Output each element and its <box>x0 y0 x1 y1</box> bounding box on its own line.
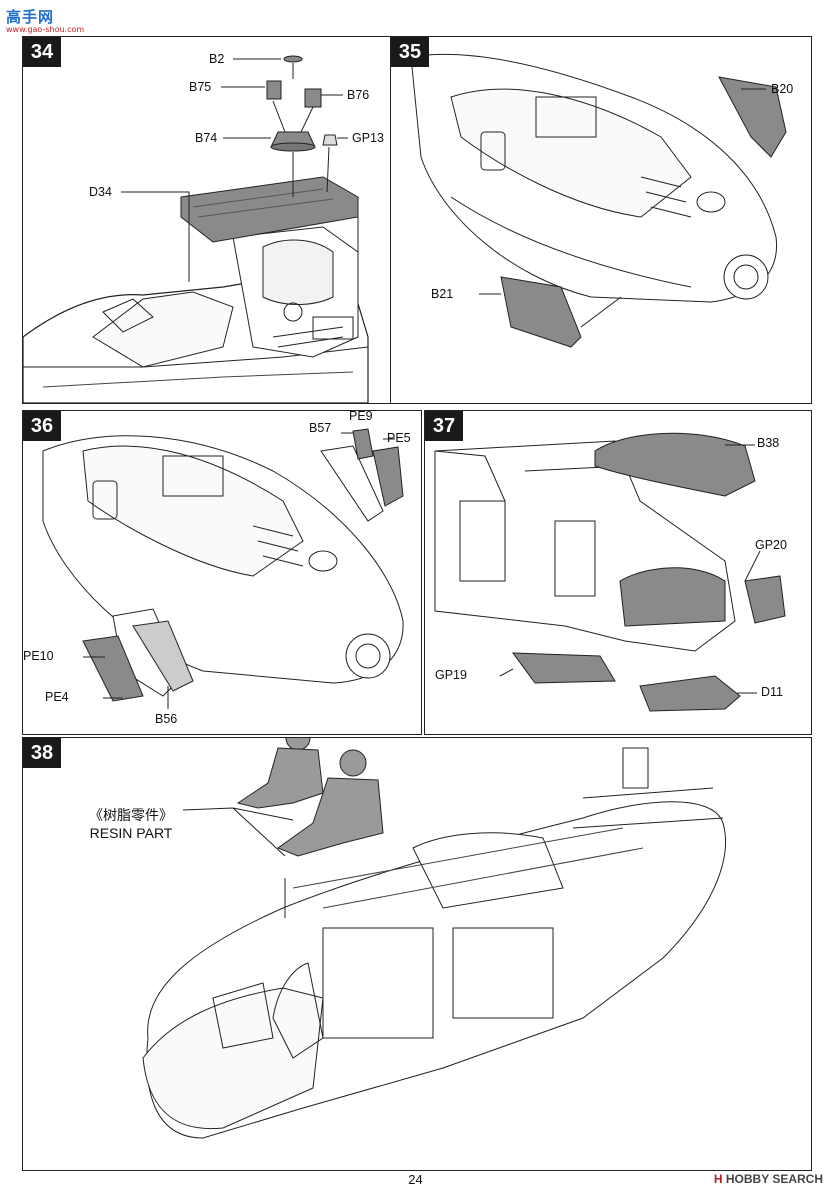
hobby-search-mark: H <box>713 1172 723 1186</box>
label-b76: B76 <box>347 88 370 102</box>
resin-part-label-cn: 《树脂零件》 <box>89 807 173 823</box>
label-b2: B2 <box>209 52 225 66</box>
step-38-illustration <box>142 738 726 1139</box>
label-b38: B38 <box>757 436 780 450</box>
step-36-panel: 36 B57 PE9 PE5 PE10 PE4 B56 <box>22 409 422 735</box>
label-d11: D11 <box>761 685 784 699</box>
step-34-panel: 34 B2 B75 B76 B74 GP13 D34 <box>22 36 392 404</box>
hobby-search-text: HOBBY SEARCH <box>725 1172 823 1186</box>
label-gp13: GP13 <box>352 131 384 145</box>
site-logo-text: 高手网 <box>6 8 55 26</box>
step-34-number: 34 <box>23 37 61 67</box>
step-37-illustration <box>434 432 786 712</box>
label-pe9: PE9 <box>349 409 373 423</box>
label-pe10: PE10 <box>23 649 54 663</box>
label-d34: D34 <box>89 185 112 199</box>
hobby-search-logo: H HOBBY SEARCH <box>714 1172 823 1186</box>
step-36-number: 36 <box>23 411 61 441</box>
step-36-illustration <box>42 428 404 709</box>
step-38-panel: 38 《树脂零件》 RESIN PART <box>22 737 812 1171</box>
step-37-panel: 37 B38 GP20 GP19 D11 <box>424 410 812 735</box>
resin-part-label-en: RESIN PART <box>89 825 173 841</box>
site-logo-url: www.gao-shou.com <box>6 25 85 34</box>
label-b57: B57 <box>309 421 332 435</box>
step-35-panel: 35 B20 B21 <box>390 36 812 404</box>
label-b56: B56 <box>155 712 178 726</box>
step-38-number: 38 <box>23 738 61 768</box>
step-35-illustration <box>410 53 787 348</box>
label-pe5: PE5 <box>387 431 411 445</box>
label-gp20: GP20 <box>755 538 787 552</box>
label-pe4: PE4 <box>45 690 69 704</box>
label-b20: B20 <box>771 82 794 96</box>
site-logo: 高手网 <box>6 6 54 27</box>
label-b75: B75 <box>189 80 212 94</box>
label-gp19: GP19 <box>435 668 467 682</box>
step-35-number: 35 <box>391 37 429 67</box>
step-34-illustration <box>23 55 369 403</box>
label-b74: B74 <box>195 131 218 145</box>
step-37-number: 37 <box>425 411 463 441</box>
page-number: 24 <box>408 1172 423 1187</box>
label-b21: B21 <box>431 287 454 301</box>
